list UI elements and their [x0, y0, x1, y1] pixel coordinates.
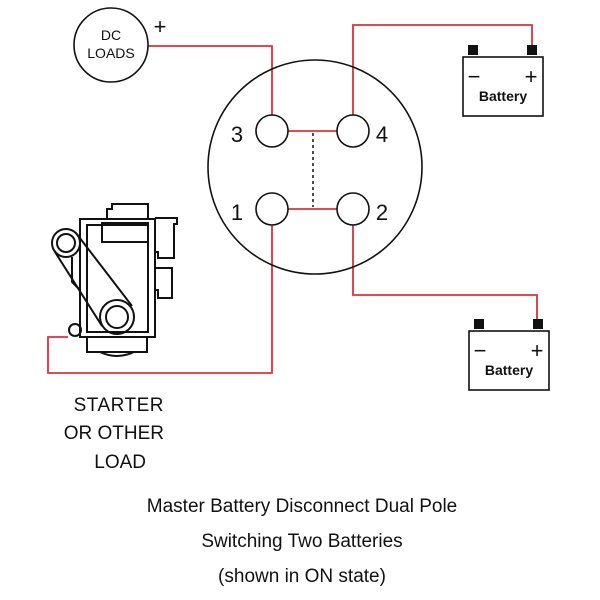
dc-loads: DC LOADS +: [73, 7, 167, 83]
wire-terminal-4-to-top-battery: [352, 24, 533, 115]
battery-bottom: − + Battery: [468, 319, 550, 391]
battery-bottom-pos: +: [531, 338, 544, 363]
terminal-2-label: 2: [376, 200, 388, 225]
terminal-1-label: 1: [231, 200, 243, 225]
battery-bottom-label: Battery: [485, 362, 533, 378]
wires: [47, 24, 538, 374]
battery-top-neg: −: [468, 64, 481, 89]
battery-top-body: [462, 56, 544, 117]
caption-line-1: Master Battery Disconnect Dual Pole: [147, 496, 457, 517]
battery-top-label: Battery: [479, 88, 527, 104]
battery-switch: 3 4 1 2: [207, 59, 423, 275]
wire-dc-loads-to-terminal-3: [148, 45, 273, 115]
starter-label-1: STARTER: [74, 395, 164, 416]
battery-bottom-body: [468, 330, 550, 391]
terminal-3: [255, 114, 289, 148]
starter-motor-icon: [51, 203, 178, 357]
caption-line-3: (shown in ON state): [218, 566, 386, 587]
battery-bottom-pos-post: [533, 319, 543, 329]
dc-loads-label-1: DC: [101, 27, 121, 43]
terminal-4: [336, 114, 370, 148]
terminal-2: [336, 192, 370, 226]
dc-loads-polarity: +: [154, 14, 167, 39]
battery-bottom-neg: −: [474, 338, 487, 363]
switch-body: [207, 59, 423, 275]
starter-label-3: LOAD: [94, 452, 146, 473]
terminal-1: [255, 192, 289, 226]
battery-top-pos: +: [525, 64, 538, 89]
battery-bottom-neg-post: [474, 319, 484, 329]
dc-loads-circle: [73, 7, 149, 83]
caption: Master Battery Disconnect Dual Pole Swit…: [147, 496, 457, 587]
battery-top: − + Battery: [462, 45, 544, 117]
battery-top-pos-post: [527, 45, 537, 55]
starter-label-2: OR OTHER: [64, 423, 164, 444]
dc-loads-label-2: LOADS: [87, 45, 134, 61]
wire-terminal-2-to-bottom-battery: [352, 225, 538, 320]
terminal-4-label: 4: [376, 122, 388, 147]
battery-top-neg-post: [468, 45, 478, 55]
starter-label: STARTER OR OTHER LOAD: [64, 395, 164, 473]
terminal-3-label: 3: [231, 122, 243, 147]
wire-terminal-1-to-starter: [47, 225, 273, 374]
caption-line-2: Switching Two Batteries: [201, 531, 402, 552]
